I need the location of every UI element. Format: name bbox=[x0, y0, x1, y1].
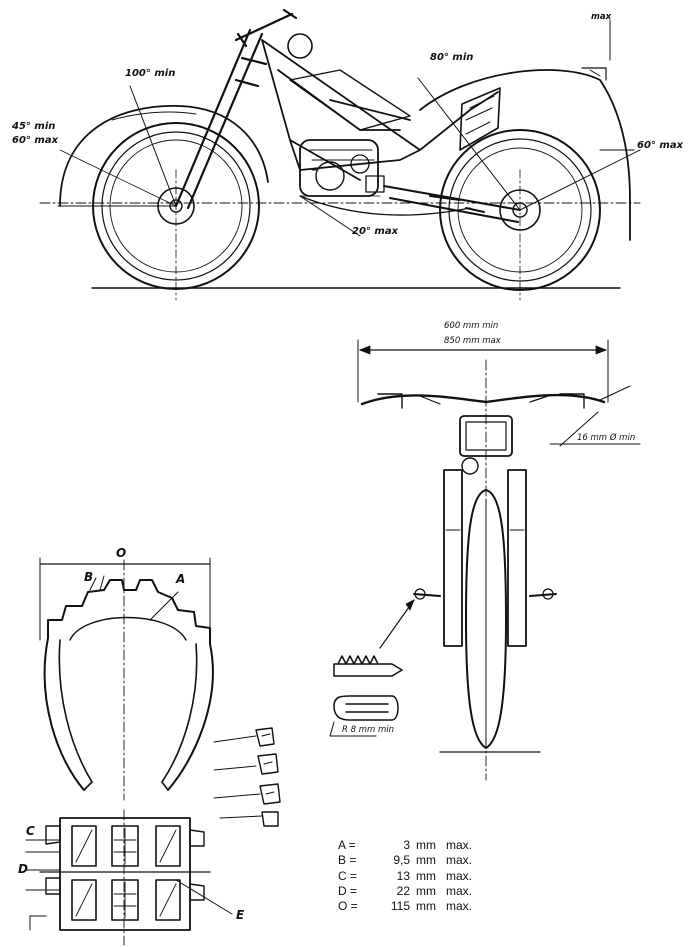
handlebar bbox=[234, 8, 298, 48]
spec-limit: max. bbox=[446, 899, 473, 914]
front-fork bbox=[174, 28, 268, 210]
front-handlebar bbox=[360, 393, 606, 406]
spec-limit: max. bbox=[446, 838, 473, 852]
letter-c: C bbox=[26, 824, 35, 838]
motorcycle-side-view bbox=[39, 8, 641, 301]
spec-row-b: B = 9,5 mm max. bbox=[338, 853, 486, 868]
spec-value: 3 bbox=[403, 838, 410, 852]
spec-key: D = bbox=[338, 883, 358, 898]
knob-profile-detail bbox=[213, 727, 281, 827]
front-fender bbox=[59, 105, 269, 207]
motorcycle-front-view bbox=[329, 339, 641, 781]
spec-limit: max. bbox=[446, 853, 473, 868]
swingarm bbox=[383, 185, 521, 223]
footrest-radius-label: R 8 mm min bbox=[342, 725, 395, 735]
front-angle-min-label: 45° min bbox=[12, 121, 56, 132]
spec-key: A = bbox=[338, 838, 356, 852]
spec-row-a: A = 3 mm max. bbox=[338, 838, 486, 853]
spec-value: 22 bbox=[396, 883, 410, 898]
spec-limit: max. bbox=[446, 868, 473, 883]
spec-key: B = bbox=[338, 853, 357, 868]
spec-row-d: D = 22 mm max. bbox=[338, 884, 486, 899]
spec-table: A = 3 mm max. B = 9,5 mm max. C = 13 mm … bbox=[338, 838, 486, 914]
footrest-detail-radius bbox=[333, 695, 399, 721]
bar-diameter-label: 16 mm Ø min bbox=[577, 433, 636, 443]
top-right-max-label: max bbox=[591, 12, 612, 22]
letter-d: D bbox=[18, 862, 28, 876]
front-angle-max-label: 60° max bbox=[12, 135, 59, 146]
letter-o: O bbox=[116, 546, 127, 560]
spec-unit: mm bbox=[416, 853, 436, 868]
letter-a: A bbox=[176, 572, 186, 586]
rear-angle-label: 60° max bbox=[637, 140, 684, 151]
spec-unit: mm bbox=[416, 883, 436, 898]
spec-value: 115 bbox=[390, 899, 410, 914]
width-max-label: 850 mm max bbox=[444, 336, 501, 346]
width-min-label: 600 mm min bbox=[444, 321, 499, 331]
footrest-detail-teeth bbox=[333, 655, 403, 677]
spec-unit: mm bbox=[416, 838, 436, 852]
engine-guard-angle-label: 20° max bbox=[352, 226, 399, 237]
spec-unit: mm bbox=[416, 899, 436, 914]
letter-e: E bbox=[236, 908, 245, 922]
front-fender-angle-label: 100° min bbox=[125, 68, 176, 79]
spec-row-o: O = 115 mm max. bbox=[338, 899, 486, 914]
spec-row-c: C = 13 mm max. bbox=[338, 869, 486, 884]
frame bbox=[261, 39, 499, 181]
spec-value: 13 bbox=[396, 868, 410, 883]
spec-unit: mm bbox=[416, 868, 436, 883]
spec-key: O = bbox=[338, 899, 358, 914]
rear-fender bbox=[419, 69, 631, 241]
rear-fender-angle-label: 80° min bbox=[430, 52, 474, 63]
tyre-cross-section bbox=[39, 557, 214, 801]
spec-value: 9,5 bbox=[393, 853, 410, 868]
spec-limit: max. bbox=[446, 883, 473, 898]
spec-key: C = bbox=[338, 868, 358, 883]
letter-b: B bbox=[84, 570, 94, 584]
tread-plan-view bbox=[25, 809, 233, 946]
